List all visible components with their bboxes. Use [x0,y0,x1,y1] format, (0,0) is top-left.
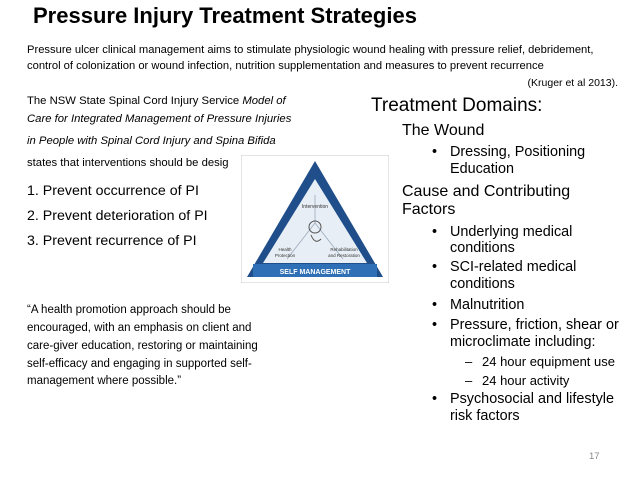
nsw-line-3: in People with Spinal Cord Injury and Sp… [27,135,276,147]
quote-line-4: self-efficacy and engaging in supported … [27,358,252,370]
cause-item-3: Malnutrition [450,297,525,313]
divider-line [314,222,344,260]
bullet-icon: • [432,297,438,313]
wound-item-line-2: Education [450,161,515,177]
cause-item-4-line-1: Pressure, friction, shear or [450,317,619,333]
nsw-line-1-italic: Model of [242,95,286,107]
bullet-icon: • [432,144,438,160]
citation: (Kruger et al 2013). [527,77,618,89]
bullet-icon: • [432,391,438,407]
slide-title: Pressure Injury Treatment Strategies [33,3,417,28]
bullet-icon: • [432,317,438,333]
quote-line-1: “A health promotion approach should be [27,304,231,316]
cause-item-1-line-1: Underlying medical [450,224,573,240]
nsw-line-4: states that interventions should be desi… [27,157,229,169]
dash-icon: – [465,354,473,369]
cause-heading-line-1: Cause and Contributing [402,183,571,200]
restoration-label: and Restoration [328,253,360,258]
goal-1: 1. Prevent occurrence of PI [27,183,199,199]
quote-line-3: care-giver education, restoring or maint… [27,340,258,352]
wound-item-line-1: Dressing, Positioning [450,144,586,160]
person-icon [308,220,322,234]
cause-item-5-line-2: risk factors [450,408,520,424]
cause-item-1-line-2: conditions [450,240,515,256]
divider-line [286,222,316,260]
nsw-line-2: Care for Integrated Management of Pressu… [27,113,291,125]
cause-heading-line-2: Factors [402,201,456,218]
page-number: 17 [589,451,600,462]
cause-item-5-line-1: Psychosocial and lifestyle [450,391,614,407]
intro-line-2: control of colonization or wound infecti… [27,60,544,72]
cause-item-4-line-2: microclimate including: [450,334,596,350]
bullet-icon: • [432,224,438,240]
treatment-domains-heading: Treatment Domains: [371,95,543,116]
wound-heading: The Wound [402,122,485,139]
health-label: Health [278,247,292,252]
quote-line-5: management where possible.” [27,375,182,387]
sub-item-1: 24 hour equipment use [482,354,615,369]
nsw-line-1: The NSW State Spinal Cord Injury Service… [27,95,286,107]
nsw-line-1-plain: The NSW State Spinal Cord Injury Service [27,95,243,107]
cause-item-2-line-1: SCI-related medical [450,259,577,275]
goal-3: 3. Prevent recurrence of PI [27,233,197,249]
nsw-line-3-italic: in People with Spinal Cord Injury and Sp… [27,135,276,147]
quote-line-2: encouraged, with an emphasis on client a… [27,322,252,334]
intervention-label: Intervention [302,204,328,210]
dash-icon: – [465,373,473,388]
goal-2: 2. Prevent deterioration of PI [27,208,208,224]
self-management-label: SELF MANAGEMENT [280,269,352,276]
cause-item-2-line-2: conditions [450,276,515,292]
protection-label: Protection [275,253,296,258]
triangle-diagram: Intervention Health Protection Rehabilit… [240,154,390,284]
wheelchair-icon [310,234,322,242]
bullet-icon: • [432,259,438,275]
rehabilitation-label: Rehabilitation [330,247,358,252]
sub-item-2: 24 hour activity [482,373,570,388]
self-management-band [253,264,377,277]
nsw-line-2-italic: Care for Integrated Management of Pressu… [27,113,292,125]
intro-line-1: Pressure ulcer clinical management aims … [27,44,594,56]
model-of-care-diagram: Intervention Health Protection Rehabilit… [240,154,390,284]
